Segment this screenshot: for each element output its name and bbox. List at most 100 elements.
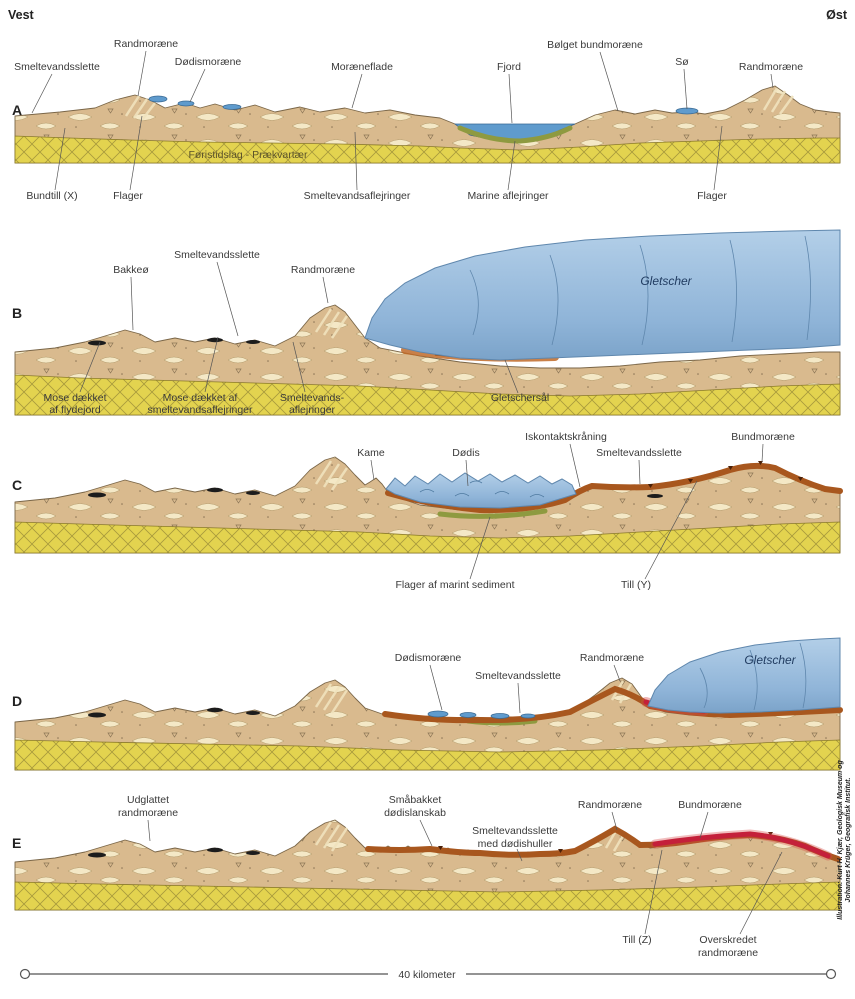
- label-doedismoraene-d: Dødismoræne: [395, 652, 462, 664]
- panel-e-letter: E: [12, 835, 21, 851]
- panel-c: C Kame Dødis Iskontaktskråning Smeltevan…: [12, 431, 843, 591]
- label-gletschersaal-b: Gletschersål: [491, 392, 549, 404]
- panel-c-letter: C: [12, 477, 22, 493]
- moraine-stripes-e: [314, 821, 627, 852]
- dead-ice-squiggles-c: [419, 480, 545, 498]
- red-till-band-e: [652, 831, 831, 859]
- label-bundtill-a: Bundtill (X): [26, 190, 77, 202]
- leader-line: [638, 459, 641, 485]
- leader-line: [699, 811, 709, 839]
- panel-d-letter: D: [12, 693, 22, 709]
- leader-line: [322, 276, 329, 304]
- mose-patch: [88, 852, 106, 858]
- till-band-d: [382, 685, 843, 724]
- panel-b: B Gletscher Bakkeø Smeltevandsslette Ran…: [12, 229, 841, 416]
- mose-patch: [88, 340, 106, 346]
- leader-line: [504, 359, 519, 394]
- leader-line: [644, 480, 698, 580]
- leader-line: [419, 819, 433, 847]
- leader-line: [770, 73, 774, 89]
- label-mose-flydejord-line2: af flydejord: [49, 404, 101, 416]
- leader-line: [713, 125, 723, 191]
- label-gletscher-d: Gletscher: [744, 653, 796, 667]
- bedrock-label-a: Føristidslag - Prækvartær: [188, 149, 308, 161]
- label-smeltevandsaflejringer-b-line1: Smeltevands-: [280, 392, 345, 404]
- leader-line: [644, 849, 663, 935]
- credit-block: Illustration: Kurt H. Kjær, Geologisk Mu…: [837, 760, 852, 920]
- label-flager-marint-c: Flager af marint sediment: [395, 579, 514, 591]
- mose-patch: [207, 487, 223, 493]
- label-udglattet-line1: Udglattet: [127, 794, 169, 806]
- leader-line: [292, 341, 306, 393]
- mose-patch: [207, 337, 223, 343]
- label-bundmoraene-c: Bundmoræne: [731, 431, 795, 443]
- label-randmoraene-d: Randmoræne: [580, 652, 644, 664]
- label-overskredet-line2: randmoræne: [698, 947, 758, 959]
- credit-line-1: Illustration: Kurt H. Kjær, Geologisk Mu…: [837, 760, 844, 920]
- moraine-stripes-d: [314, 680, 633, 714]
- leader-line: [599, 51, 619, 112]
- till-band-c: [385, 462, 843, 514]
- label-till-y-c: Till (Y): [621, 579, 651, 591]
- label-mose-smeltevand-line1: Mose dækket af: [163, 392, 238, 404]
- leader-line: [683, 68, 688, 110]
- leader-line: [79, 341, 101, 393]
- pond-2-d: [459, 712, 477, 718]
- label-doedismoraene-a: Dødismoræne: [175, 56, 242, 68]
- label-flager-right-a: Flager: [697, 190, 727, 202]
- label-smeltevandsslette-c: Smeltevandsslette: [596, 447, 682, 459]
- direction-east-label: Øst: [826, 8, 848, 22]
- leader-line: [508, 73, 513, 124]
- panel-a-letter: A: [12, 102, 22, 118]
- mose-patch: [246, 711, 260, 715]
- bedrock-c: [14, 521, 841, 554]
- leader-line: [739, 851, 783, 935]
- mose-patch: [246, 491, 260, 495]
- bedrock-b: [14, 374, 841, 416]
- label-smeltevandsaflejringer-b-line2: aflejringer: [289, 404, 336, 416]
- label-smaabakket-line2: dødislanskab: [384, 807, 446, 819]
- leader-line: [517, 682, 521, 714]
- pond-4-d: [520, 713, 536, 719]
- dead-ice-c: [385, 472, 577, 509]
- label-overskredet-line1: Overskredet: [699, 934, 756, 946]
- label-udglattet-line2: randmoræne: [118, 807, 178, 819]
- label-soe-a: Sø: [675, 56, 689, 68]
- leader-line: [370, 459, 375, 481]
- panel-a: A Føristidslag - Prækvartær Smeltevandss…: [12, 38, 841, 202]
- leader-line: [465, 459, 469, 487]
- dark-lens: [647, 494, 663, 498]
- dead-ice-lake-3: [222, 104, 242, 110]
- direction-west-label: Vest: [8, 8, 35, 22]
- bedrock-d: [14, 739, 841, 771]
- label-iskontaktskraaning-c: Iskontaktskråning: [525, 431, 607, 443]
- label-randmoraene-e: Randmoræne: [578, 799, 642, 811]
- label-kame-c: Kame: [357, 447, 385, 459]
- leader-line: [137, 50, 147, 97]
- leader-line: [761, 443, 764, 463]
- mose-patch: [88, 492, 106, 498]
- leader-line: [216, 261, 239, 337]
- label-smeltevandsslette-d: Smeltevandsslette: [475, 670, 561, 682]
- leader-line: [204, 336, 219, 393]
- glacier-crevasses-b: [469, 235, 811, 346]
- leader-line: [429, 664, 443, 711]
- mose-patch: [246, 340, 260, 344]
- label-moraeneflade-a: Moræneflade: [331, 61, 393, 73]
- mose-patch: [207, 847, 223, 853]
- label-mose-flydejord-line1: Mose dækket: [43, 392, 106, 404]
- leader-line: [354, 131, 358, 191]
- marine-deposit-band-a: [457, 125, 573, 144]
- label-smeltevandsaflejringer-a: Smeltevandsaflejringer: [304, 190, 411, 202]
- panel-b-letter: B: [12, 305, 22, 321]
- label-till-z-e: Till (Z): [622, 934, 651, 946]
- label-doedis-c: Dødis: [452, 447, 479, 459]
- leader-line: [31, 73, 53, 114]
- pond-3-d: [490, 713, 510, 719]
- glacier-d: [647, 637, 841, 714]
- bedrock-a: [14, 135, 841, 164]
- moraine-stripes-b: [314, 308, 349, 339]
- mose-patch: [88, 712, 106, 718]
- label-boelget-bundmoraene-a: Bølget bundmoræne: [547, 39, 643, 51]
